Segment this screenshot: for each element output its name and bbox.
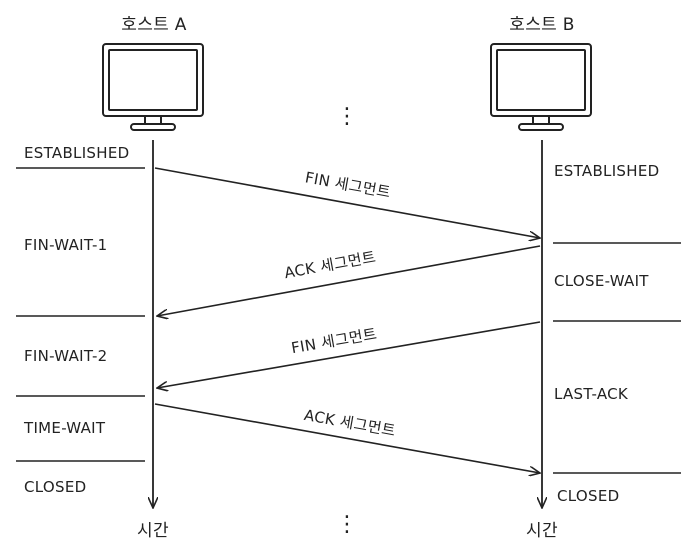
host-a-separators xyxy=(16,167,145,462)
segment-arrow-2 xyxy=(157,245,541,316)
time-label-b: 시간 xyxy=(526,521,558,541)
host-a-state: CLOSED xyxy=(24,478,87,496)
monitor-b-icon xyxy=(490,43,592,131)
host-a-title: 호스트 A xyxy=(121,15,187,35)
segment-arrow-1 xyxy=(154,167,540,238)
host-a-state: ESTABLISHED xyxy=(24,144,130,162)
segment-arrow-3 xyxy=(157,321,541,388)
host-b-title: 호스트 B xyxy=(509,15,575,35)
segment-arrow-4 xyxy=(154,403,540,473)
host-a-state: FIN-WAIT-2 xyxy=(24,347,108,365)
host-b-state: ESTABLISHED xyxy=(554,162,660,180)
host-b-state: CLOSE-WAIT xyxy=(554,272,649,290)
time-label-a: 시간 xyxy=(137,521,169,541)
ellipsis-top: ⋮ xyxy=(336,104,359,129)
host-a-state: TIME-WAIT xyxy=(24,419,106,437)
host-b-separators xyxy=(553,242,681,474)
host-b-state: LAST-ACK xyxy=(554,385,629,403)
host-b-state: CLOSED xyxy=(557,487,620,505)
monitor-a-icon xyxy=(102,43,204,131)
host-a-state: FIN-WAIT-1 xyxy=(24,236,108,254)
ellipsis-bottom: ⋮ xyxy=(336,512,359,537)
